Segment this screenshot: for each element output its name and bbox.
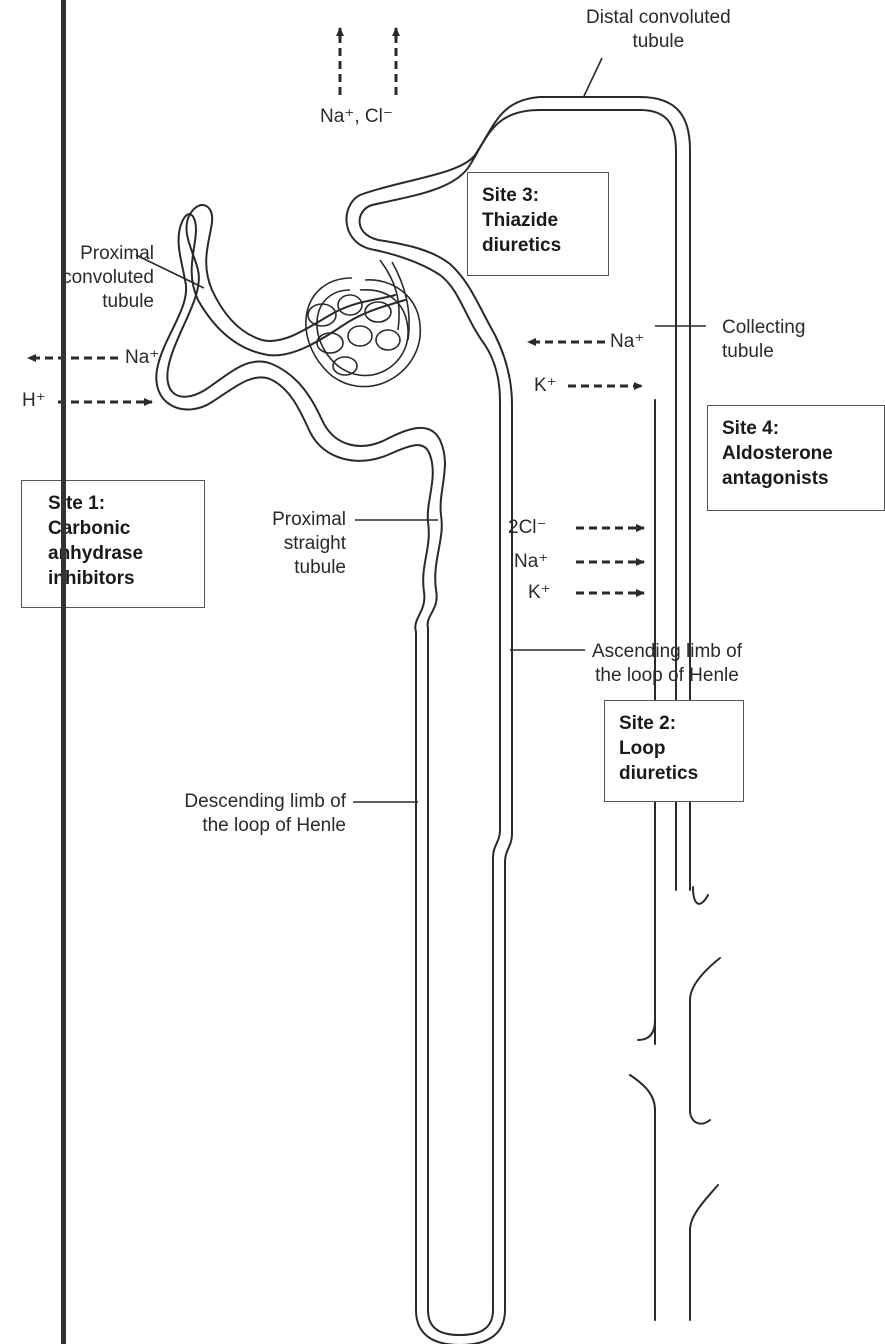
ion-na-left: Na⁺	[125, 346, 159, 370]
ion-na-collecting: Na⁺	[610, 330, 644, 354]
ion-k-loop: K⁺	[528, 581, 551, 605]
ion-2cl-loop: 2Cl⁻	[508, 516, 547, 540]
ion-na-cl: Na⁺, Cl⁻	[320, 105, 393, 129]
pointer-lines	[136, 58, 706, 802]
ion-k-collecting: K⁺	[534, 374, 557, 398]
glomerulus	[306, 260, 420, 387]
ion-na-loop: Na⁺	[514, 550, 548, 574]
ion-h-right: H⁺	[22, 389, 46, 413]
page-edge-bar	[61, 0, 66, 1344]
